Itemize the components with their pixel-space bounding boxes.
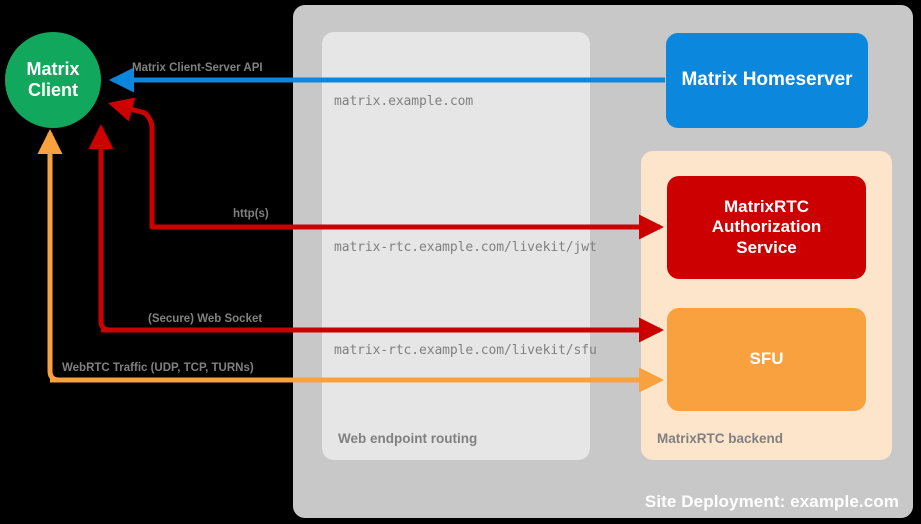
node-sfu-label: SFU — [749, 349, 784, 369]
node-sfu[interactable]: SFU — [667, 308, 866, 411]
web-endpoint-routing-container: matrix.example.com matrix-rtc.example.co… — [322, 32, 597, 460]
site-deployment-label: Site Deployment: example.com — [644, 492, 899, 511]
node-auth-service-line3: Service — [736, 237, 797, 257]
node-matrix-homeserver[interactable]: Matrix Homeserver — [666, 33, 868, 128]
node-matrix-client-line1: Matrix — [26, 59, 80, 80]
node-matrix-homeserver-label: Matrix Homeserver — [681, 69, 853, 91]
edge-label-matrix-client-server-api: Matrix Client-Server API — [132, 62, 263, 74]
node-auth-service-line1: MatrixRTC — [723, 197, 809, 217]
edge-label-webrtc-traffic: WebRTC Traffic (UDP, TCP, TURNs) — [62, 362, 254, 374]
endpoint-url-sfu: matrix-rtc.example.com/livekit/sfu — [334, 343, 597, 358]
node-matrix-client[interactable]: Matrix Client — [5, 32, 101, 128]
node-matrixrtc-authorization-service[interactable]: MatrixRTC Authorization Service — [667, 176, 866, 279]
endpoint-url-jwt: matrix-rtc.example.com/livekit/jwt — [334, 240, 597, 255]
endpoint-url-matrix: matrix.example.com — [334, 94, 474, 109]
node-matrix-client-line2: Client — [27, 80, 78, 100]
edge-label-web-socket: (Secure) Web Socket — [148, 313, 263, 325]
node-auth-service-line2: Authorization — [711, 217, 822, 237]
web-endpoint-routing-label: Web endpoint routing — [338, 431, 478, 446]
edge-label-https: http(s) — [233, 208, 269, 220]
matrixrtc-backend-label: MatrixRTC backend — [657, 431, 784, 446]
